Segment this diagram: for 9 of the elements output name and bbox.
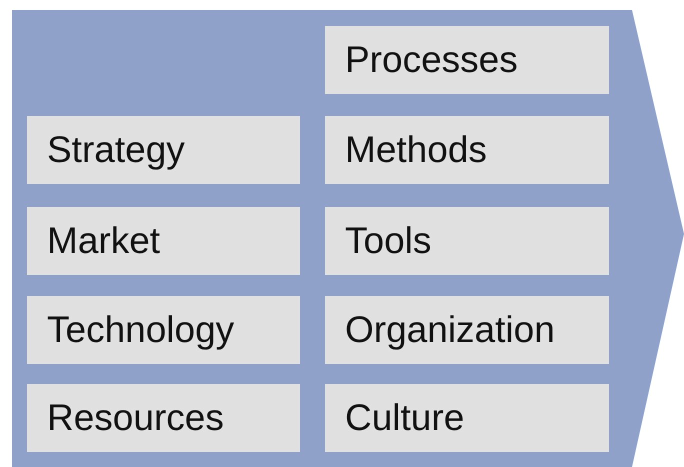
label-box: Strategy bbox=[27, 116, 300, 184]
label-box: Organization bbox=[325, 296, 609, 364]
label-box: Methods bbox=[325, 116, 609, 184]
label-box: Processes bbox=[325, 26, 609, 94]
label-box: Tools bbox=[325, 207, 609, 275]
label-box: Market bbox=[27, 207, 300, 275]
label-box: Technology bbox=[27, 296, 300, 364]
label-box: Resources bbox=[27, 384, 300, 452]
label-box: Culture bbox=[325, 384, 609, 452]
